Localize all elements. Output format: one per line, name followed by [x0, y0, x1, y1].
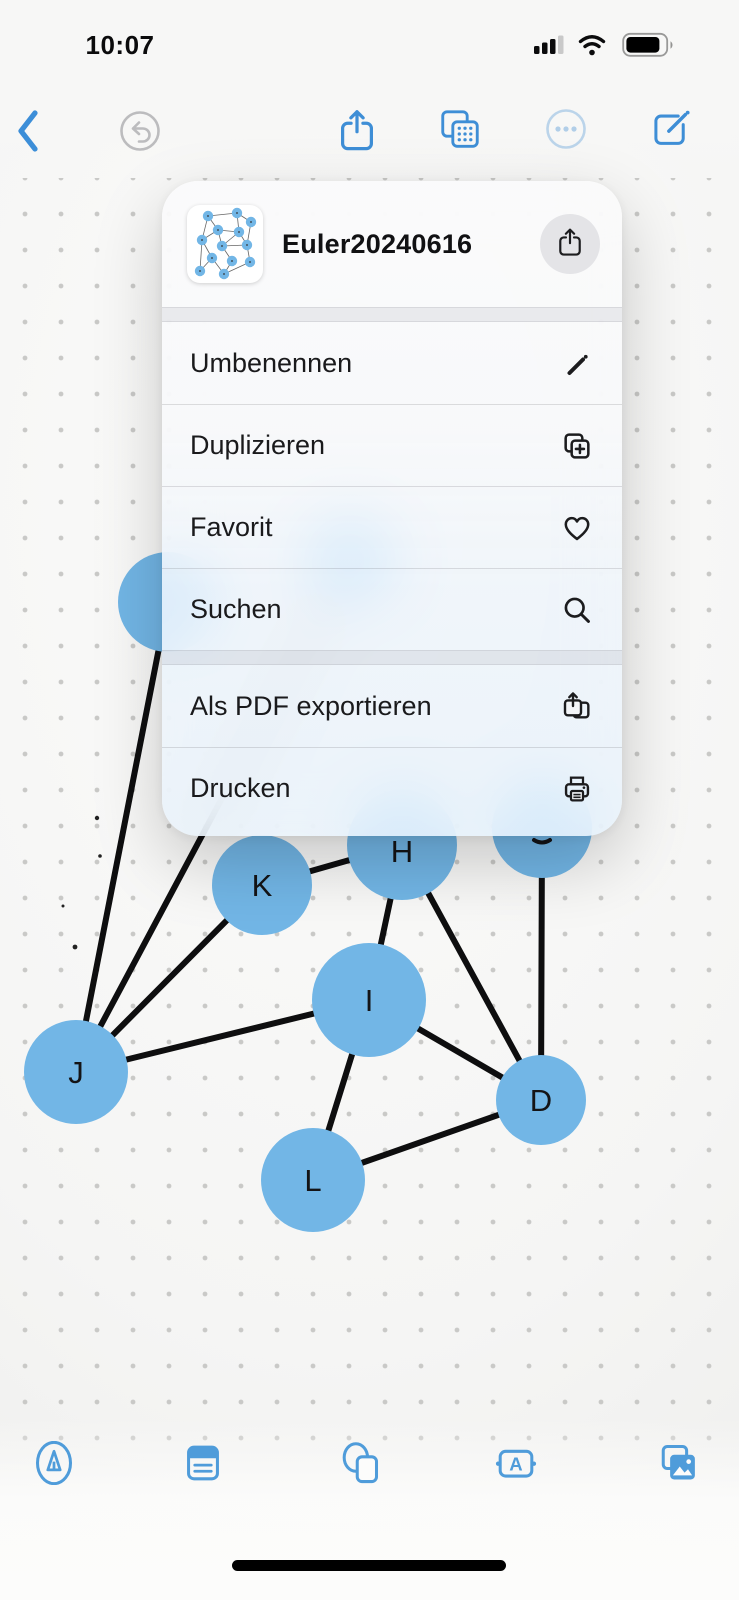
magnifier-icon [559, 592, 595, 628]
compose-button[interactable] [648, 106, 694, 152]
document-thumbnail [187, 205, 263, 283]
graph-node-L[interactable] [261, 1128, 365, 1232]
draw-tool-button[interactable] [32, 1441, 76, 1485]
menu-item-label: Umbenennen [190, 347, 353, 378]
stray-mark [94, 815, 100, 821]
graph-node-label: J [68, 1055, 84, 1090]
pencil-icon [559, 345, 595, 381]
stray-mark [61, 904, 65, 908]
stray-mark [72, 944, 78, 950]
graph-node-J[interactable] [24, 1020, 128, 1124]
menu-item-duplizieren[interactable]: Duplizieren [162, 404, 622, 486]
wifi-icon [577, 33, 607, 57]
menu-item-label: Duplizieren [190, 430, 326, 460]
cellular-signal-icon [533, 33, 567, 57]
menu-item-label: Suchen [190, 594, 282, 624]
export-share-icon [559, 688, 595, 724]
more-button[interactable] [544, 107, 588, 151]
battery-icon [622, 32, 678, 58]
menu-item-suchen[interactable]: Suchen [162, 568, 622, 650]
menu-item-label: Favorit [190, 512, 273, 542]
shapes-icon [342, 1442, 379, 1484]
printer-icon [559, 771, 595, 807]
graph-node-label: K [252, 868, 273, 903]
graph-node-label: D [530, 1083, 552, 1118]
context-menu-header: Euler20240616 [162, 181, 622, 307]
duplicate-plus-icon [559, 428, 595, 464]
document-title: Euler20240616 [282, 228, 473, 259]
menu-item-favorit[interactable]: Favorit [162, 486, 622, 568]
shapes-tool-button[interactable] [338, 1441, 382, 1485]
menu-item-umbenennen[interactable]: Umbenennen [162, 322, 622, 404]
status-time: 10:07 [85, 30, 155, 60]
heart-icon [559, 510, 595, 546]
undo-button[interactable] [118, 109, 162, 153]
graph-edge-J-P1[interactable] [73, 599, 171, 1075]
note-icon [187, 1445, 219, 1481]
graph-node-label: L [304, 1163, 321, 1198]
marker-tool-icon [35, 1441, 73, 1485]
document-share-button[interactable] [540, 214, 600, 274]
menu-item-label: Drucken [190, 773, 291, 803]
text-tool-button[interactable]: A [494, 1441, 538, 1485]
media-tool-button[interactable] [655, 1441, 699, 1485]
share-button[interactable] [335, 106, 379, 154]
menu-item-als-pdf-exportieren[interactable]: Als PDF exportieren [162, 665, 622, 747]
back-button[interactable] [14, 108, 44, 154]
photos-icon [661, 1444, 695, 1480]
graph-node-label: I [365, 983, 374, 1018]
boards-button[interactable] [437, 106, 483, 152]
svg-text:A: A [509, 1454, 522, 1475]
share-icon [555, 226, 585, 263]
graph-node-D[interactable] [496, 1055, 586, 1145]
stray-mark [98, 854, 102, 858]
note-tool-button[interactable] [181, 1441, 225, 1485]
menu-separator [162, 307, 622, 322]
menu-item-label: Als PDF exportieren [190, 690, 432, 721]
home-indicator[interactable] [232, 1560, 506, 1571]
graph-node-label-partial [532, 838, 552, 845]
graph-node-label: H [391, 834, 413, 869]
graph-node-I[interactable] [312, 943, 426, 1057]
menu-separator [162, 650, 622, 665]
text-box-icon: A [495, 1449, 537, 1478]
graph-node-K[interactable] [212, 835, 312, 935]
menu-item-drucken[interactable]: Drucken [162, 747, 622, 829]
